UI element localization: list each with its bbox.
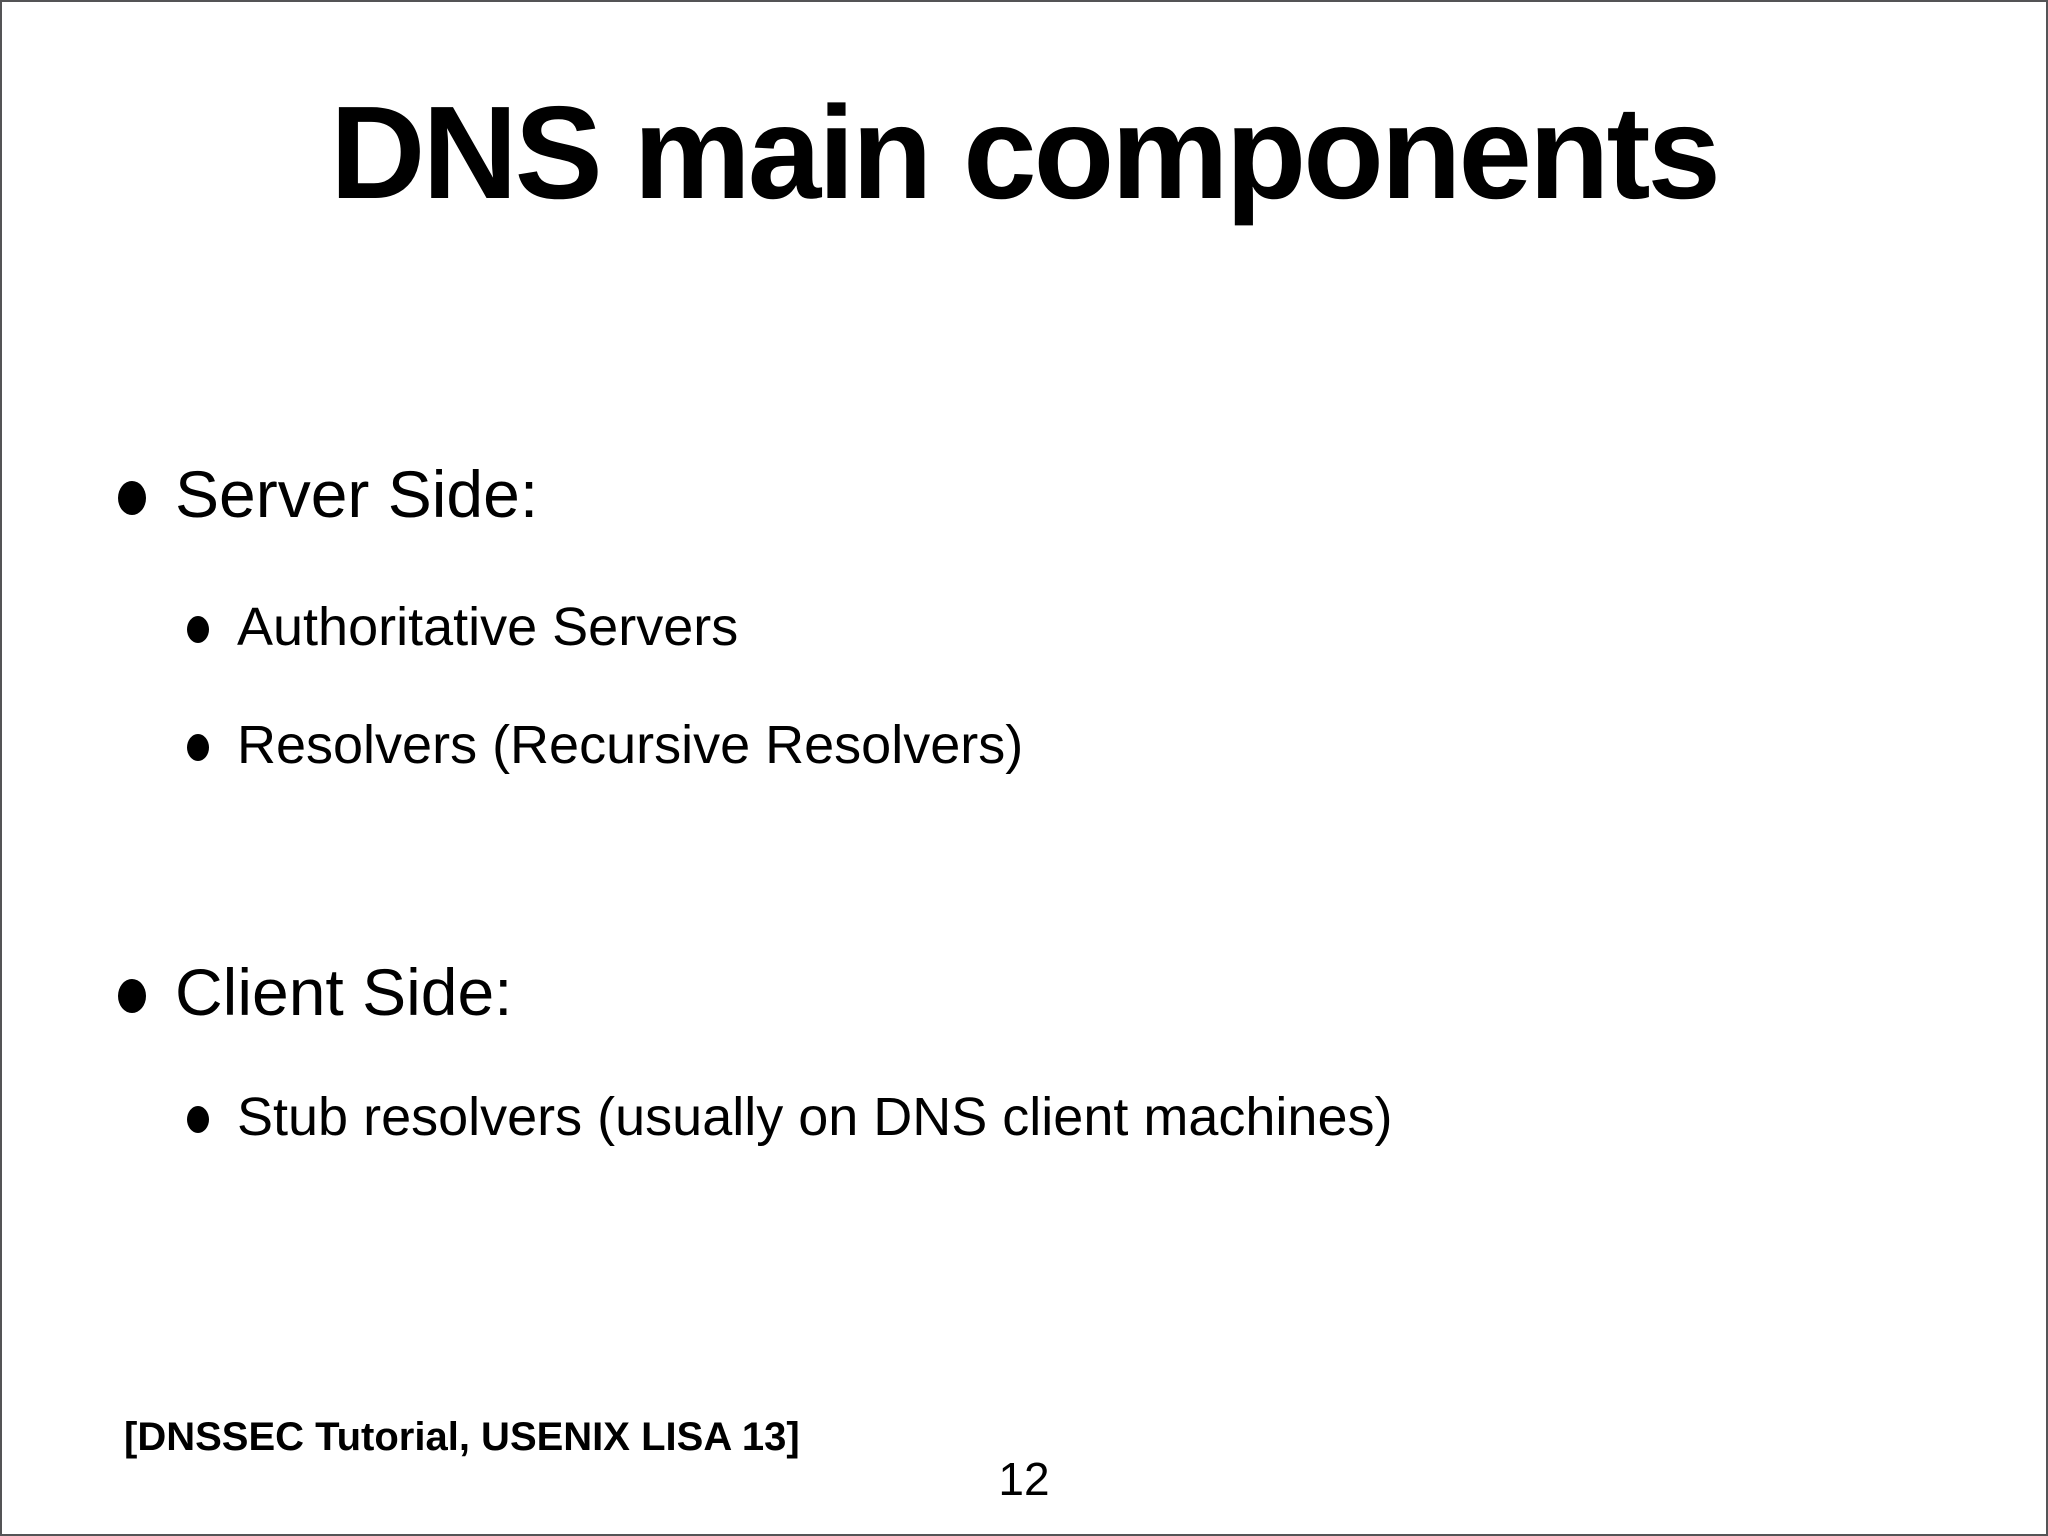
- bullet-heading-label: Client Side:: [175, 955, 513, 1029]
- footer-citation: [DNSSEC Tutorial, USENIX LISA 13]: [124, 1415, 800, 1459]
- page-number: 12: [998, 1453, 1050, 1505]
- bullet-item-label: Resolvers (Recursive Resolvers): [237, 715, 1024, 775]
- bullet-item-label: Stub resolvers (usually on DNS client ma…: [237, 1087, 1393, 1147]
- bullet-stub-resolvers: Stub resolvers (usually on DNS client ma…: [187, 1086, 1392, 1148]
- bullet-server-side: Server Side:: [118, 457, 538, 533]
- bullet-authoritative-servers: Authoritative Servers: [187, 596, 738, 658]
- bullet-dot-icon: [118, 979, 146, 1013]
- bullet-dot-icon: [187, 734, 209, 761]
- bullet-dot-icon: [187, 1106, 209, 1133]
- bullet-recursive-resolvers: Resolvers (Recursive Resolvers): [187, 714, 1023, 776]
- bullet-heading-label: Server Side:: [175, 457, 539, 531]
- bullet-item-label: Authoritative Servers: [237, 597, 739, 657]
- bullet-dot-icon: [187, 616, 209, 643]
- slide-title: DNS main components: [330, 79, 1721, 226]
- bullet-client-side: Client Side:: [118, 955, 513, 1031]
- bullet-dot-icon: [118, 481, 146, 515]
